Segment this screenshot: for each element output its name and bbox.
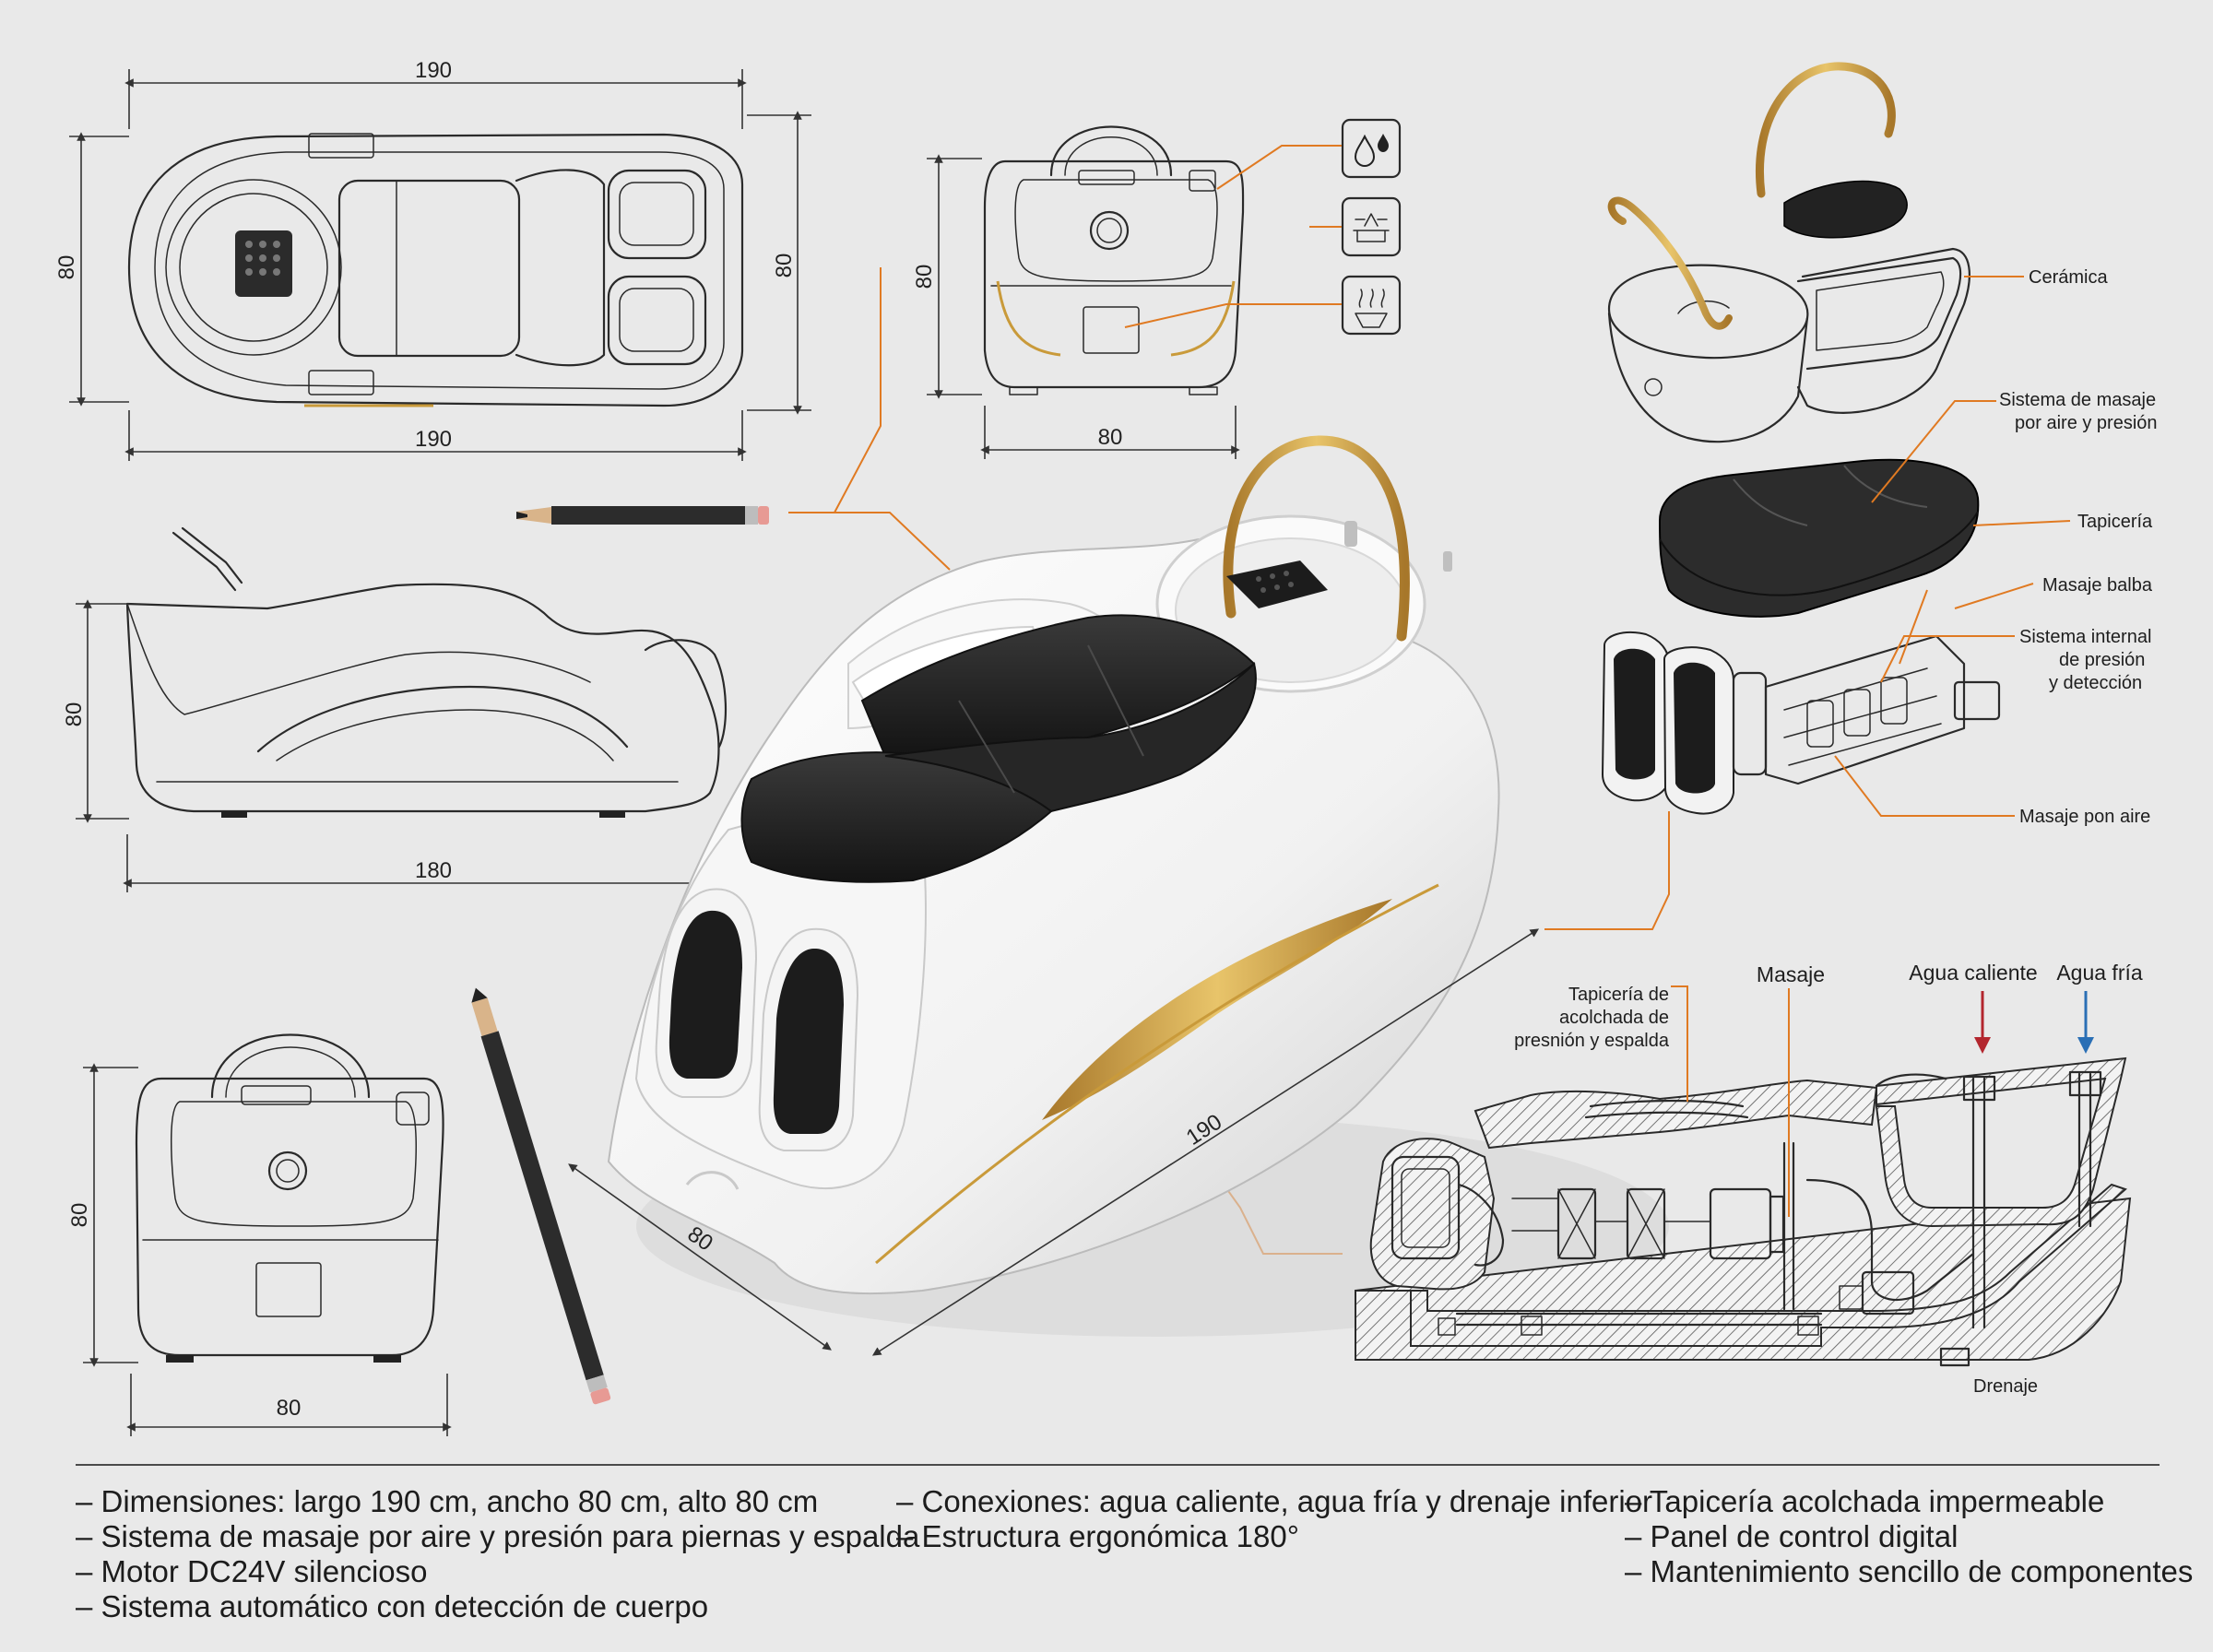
dim-front-height: 80 bbox=[912, 265, 937, 289]
pencil-horizontal bbox=[516, 506, 769, 525]
dim-side-height: 80 bbox=[62, 702, 87, 727]
hot-water-arrow-icon bbox=[1974, 1037, 1991, 1054]
label-massage: Masaje bbox=[1757, 962, 1825, 986]
chair-render bbox=[607, 435, 1669, 1337]
spec-item: – Panel de control digital bbox=[1625, 1519, 1959, 1553]
water-drop-icon bbox=[1341, 118, 1402, 179]
spec-item: – Estructura ergonómica 180° bbox=[896, 1519, 1299, 1553]
dim-top-width-left: 80 bbox=[54, 255, 79, 280]
spec-column-3: – Tapicería acolchada impermeable – Pane… bbox=[1625, 1484, 2193, 1589]
dim-back-height: 80 bbox=[67, 1203, 92, 1228]
label-internal-system-2: de presión bbox=[2059, 650, 2145, 670]
side-view: 80 180 bbox=[62, 526, 728, 892]
spec-item: – Motor DC24V silencioso bbox=[76, 1554, 428, 1588]
spec-item: – Mantenimiento sencillo de componentes bbox=[1625, 1554, 2194, 1588]
front-view: 80 80 bbox=[912, 118, 1402, 459]
pressure-icon bbox=[1341, 196, 1402, 257]
label-drain: Drenaje bbox=[1973, 1376, 2038, 1397]
spec-list: – Dimensiones: largo 190 cm, ancho 80 cm… bbox=[76, 1464, 2193, 1641]
dim-top-width-right: 80 bbox=[772, 254, 797, 278]
dim-top-length-bottom: 190 bbox=[415, 427, 452, 452]
label-massage-system-2: por aire y presión bbox=[2015, 413, 2158, 433]
control-pad-icon bbox=[235, 230, 292, 297]
label-air-massage: Masaje pon aire bbox=[2019, 807, 2150, 827]
back-view: 80 80 bbox=[67, 1033, 452, 1436]
pencil-diagonal bbox=[471, 987, 611, 1405]
spec-item: – Conexiones: agua caliente, agua fría y… bbox=[896, 1484, 1653, 1518]
label-cold-water: Agua fría bbox=[2056, 961, 2143, 985]
dim-front-width: 80 bbox=[1098, 425, 1123, 450]
label-ceramic: Cerámica bbox=[2029, 267, 2108, 288]
label-massage-system-1: Sistema de masaje bbox=[1999, 390, 2156, 410]
label-calf-massage: Masaje balba bbox=[2042, 575, 2153, 596]
label-hot-water: Agua caliente bbox=[1909, 961, 2037, 985]
spec-column-1: – Dimensiones: largo 190 cm, ancho 80 cm… bbox=[76, 1484, 919, 1624]
label-upholstery: Tapicería bbox=[2077, 512, 2153, 532]
spec-item: – Sistema automático con detección de cu… bbox=[76, 1589, 709, 1623]
label-padded-upholstery-3: presnión y espalda bbox=[1514, 1031, 1670, 1051]
heat-icon bbox=[1341, 275, 1402, 336]
label-padded-upholstery-1: Tapicería de bbox=[1568, 985, 1669, 1005]
exploded-view: Cerámica Sistema de masaje por aire y pr… bbox=[1601, 62, 2158, 827]
spec-column-2: – Conexiones: agua caliente, agua fría y… bbox=[896, 1484, 1652, 1554]
dim-side-length: 180 bbox=[415, 858, 452, 883]
label-padded-upholstery-2: acolchada de bbox=[1559, 1008, 1669, 1028]
spec-item: – Sistema de masaje por aire y presión p… bbox=[76, 1519, 920, 1553]
cold-water-arrow-icon bbox=[2077, 1037, 2094, 1054]
label-internal-system-3: y detección bbox=[2049, 673, 2142, 693]
top-view: 190 190 80 80 bbox=[54, 58, 811, 461]
cross-section: Tapicería de acolchada de presnión y esp… bbox=[1355, 961, 2143, 1397]
dim-back-width: 80 bbox=[277, 1396, 302, 1421]
label-internal-system-1: Sistema internal bbox=[2019, 627, 2151, 647]
dim-top-length-top: 190 bbox=[415, 58, 452, 83]
spec-item: – Dimensiones: largo 190 cm, ancho 80 cm… bbox=[76, 1484, 819, 1518]
spec-item: – Tapicería acolchada impermeable bbox=[1625, 1484, 2105, 1518]
